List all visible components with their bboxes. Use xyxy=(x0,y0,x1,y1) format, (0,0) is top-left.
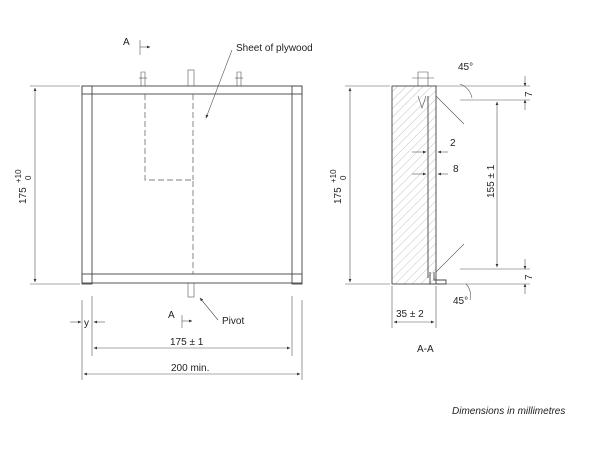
y-label: y xyxy=(84,318,89,329)
pivot-label: Pivot xyxy=(222,316,244,327)
section-marker-top: A xyxy=(123,37,130,48)
depth-value: 35 ± 2 xyxy=(396,309,424,320)
inner-height-value: 155 ± 1 xyxy=(486,164,497,198)
section-view: 175 +10 0 7 155 ± 1 7 45° 45° 2 8 xyxy=(329,62,535,355)
top-pivot xyxy=(187,69,195,87)
side-height-lower: 0 xyxy=(339,175,348,180)
sheet-of-plywood-label: Sheet of plywood xyxy=(236,43,313,54)
top-offset-value: 7 xyxy=(524,91,535,97)
left-post xyxy=(81,85,93,285)
clip-left xyxy=(140,71,146,86)
bottom-rail xyxy=(81,273,303,284)
bottom-offset-value: 7 xyxy=(524,274,535,280)
thickness-value: 8 xyxy=(453,164,459,175)
angle-top-value: 45° xyxy=(458,62,473,73)
section-title: A-A xyxy=(417,344,434,355)
gap-value: 2 xyxy=(450,138,456,149)
side-height-upper: +10 xyxy=(329,169,338,183)
section-body xyxy=(391,85,437,285)
width-inner-value: 175 ± 1 xyxy=(170,337,204,348)
bottom-pivot xyxy=(187,282,195,298)
section-marker-bottom: A xyxy=(168,310,175,321)
top-rail xyxy=(81,85,303,95)
front-height-lower: 0 xyxy=(24,175,33,180)
clip-right xyxy=(236,71,242,86)
plywood-outline xyxy=(144,94,194,274)
right-post xyxy=(291,85,303,285)
side-height-value: 175 xyxy=(333,187,344,204)
angle-bottom-value: 45° xyxy=(453,296,468,307)
front-height-value: 175 xyxy=(18,187,29,204)
caption: Dimensions in millimetres xyxy=(452,406,565,417)
front-height-upper: +10 xyxy=(14,169,23,183)
front-view: A A Sheet of plywood Pivot 175 +10 0 y 1… xyxy=(14,37,313,380)
width-outer-value: 200 min. xyxy=(171,363,209,374)
